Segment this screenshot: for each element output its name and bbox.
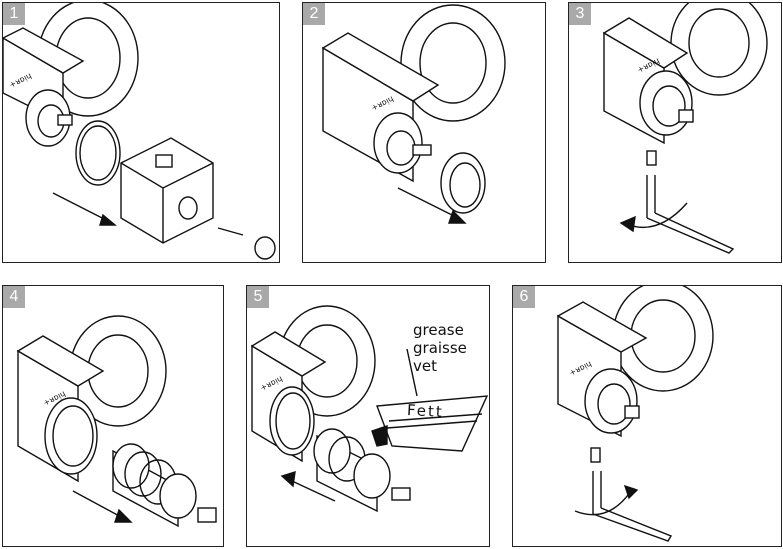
grease-label-nl: vet (413, 357, 437, 375)
step-1-illustration: +ᴚᴅᴉɥ (3, 3, 276, 260)
step-panel-3: 3 +ᴚᴅᴉɥ (568, 2, 782, 263)
step-number-badge: 1 (3, 3, 25, 25)
step-panel-2: 2 +ᴚᴅᴉɥ (302, 2, 546, 263)
step-5-illustration: +ᴚᴅᴉɥ (250, 305, 489, 513)
step-panel-5: 5 +ᴚᴅᴉɥ grease graisse vet Fett (246, 285, 490, 547)
step-panel-4: 4 +ᴚᴅᴉɥ (2, 285, 224, 547)
step-panel-1: 1 +ᴚᴅᴉɥ (2, 2, 280, 263)
step-number-badge: 6 (513, 286, 535, 308)
grease-label-en: grease (413, 321, 464, 339)
step-3-illustration: +ᴚᴅᴉɥ (602, 3, 768, 254)
step-6-illustration: +ᴚᴅᴉɥ (556, 286, 714, 542)
step-number-badge: 5 (247, 286, 269, 308)
step-number-badge: 3 (569, 3, 591, 25)
step-number-badge: 2 (303, 3, 325, 25)
step-panel-6: 6 +ᴚᴅᴉɥ (512, 285, 782, 547)
step-4-illustration: +ᴚᴅᴉɥ (16, 315, 217, 528)
step-number-badge: 4 (3, 286, 25, 308)
grease-label-fr: graisse (413, 339, 467, 357)
step-2-illustration: +ᴚᴅᴉɥ (321, 4, 506, 224)
grease-packet-text: Fett (406, 401, 445, 421)
